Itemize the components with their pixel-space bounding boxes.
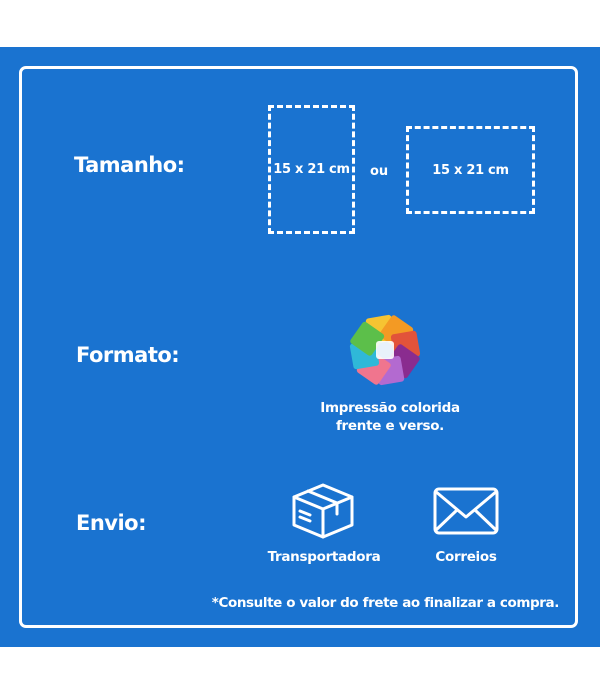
info-panel: Tamanho: 15 x 21 cm ou 15 x 21 cm Format…: [0, 47, 600, 647]
mail-caption: Correios: [435, 549, 497, 565]
portrait-size-text: 15 x 21 cm: [273, 162, 350, 177]
envelope-icon: [433, 487, 499, 535]
color-print-icon: [349, 314, 421, 386]
format-caption: Impressão colorida frente e verso.: [300, 399, 480, 435]
size-separator: ou: [370, 164, 389, 179]
format-caption-line1: Impressão colorida: [320, 400, 460, 416]
landscape-size-box: 15 x 21 cm: [406, 126, 535, 214]
carrier-caption: Transportadora: [267, 549, 381, 565]
format-label: Formato:: [76, 343, 180, 367]
landscape-size-text: 15 x 21 cm: [432, 162, 509, 178]
format-caption-line2: frente e verso.: [335, 418, 444, 434]
shipping-footnote: *Consulte o valor do frete ao finalizar …: [211, 595, 560, 611]
box-icon: [292, 483, 354, 539]
portrait-size-box: 15 x 21 cm: [268, 105, 355, 234]
size-label: Tamanho:: [74, 153, 185, 177]
panel-frame: [19, 66, 578, 628]
shipping-label: Envio:: [76, 511, 147, 535]
